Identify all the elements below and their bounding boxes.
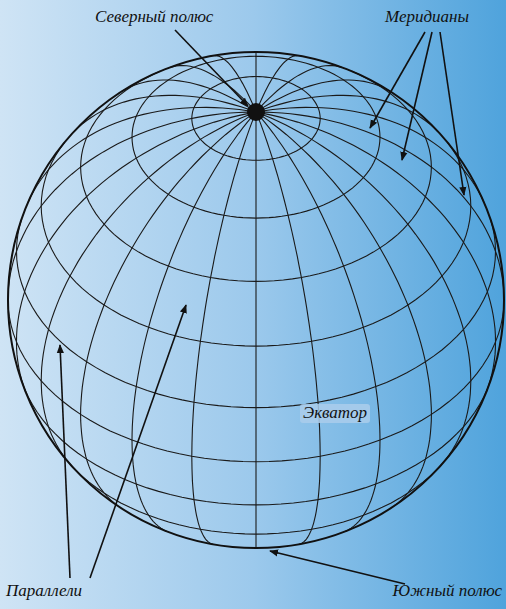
meridian-line (256, 112, 496, 392)
meridians-label: Меридианы (385, 8, 469, 27)
meridian-line (170, 66, 256, 112)
parallel-line (192, 77, 320, 161)
north-pole-label: Северный полюс (95, 8, 213, 27)
parallels-label: Параллели (6, 582, 82, 601)
equator-line (8, 300, 504, 462)
meridian-line (256, 112, 320, 544)
meridian-line (256, 80, 390, 112)
parallel-line (132, 56, 380, 218)
meridian-line (256, 112, 471, 464)
meridian-line (81, 112, 256, 506)
parallel-line (41, 142, 471, 346)
meridian-line (17, 112, 257, 392)
meridian-line (256, 112, 380, 531)
meridian-line (192, 112, 256, 544)
meridian-line (256, 66, 342, 112)
parallel-line (81, 71, 432, 281)
meridian-line (256, 112, 431, 506)
parallel-line (17, 219, 496, 408)
leader-lines (60, 30, 464, 584)
meridian-line (132, 112, 256, 531)
meridian-line (255, 112, 256, 548)
meridian-line (256, 107, 484, 202)
south-pole-label: Южный полюс (393, 582, 502, 601)
north-pole-dot (247, 103, 265, 121)
globe-outline (8, 52, 504, 548)
equator-label: Экватор (300, 404, 370, 423)
